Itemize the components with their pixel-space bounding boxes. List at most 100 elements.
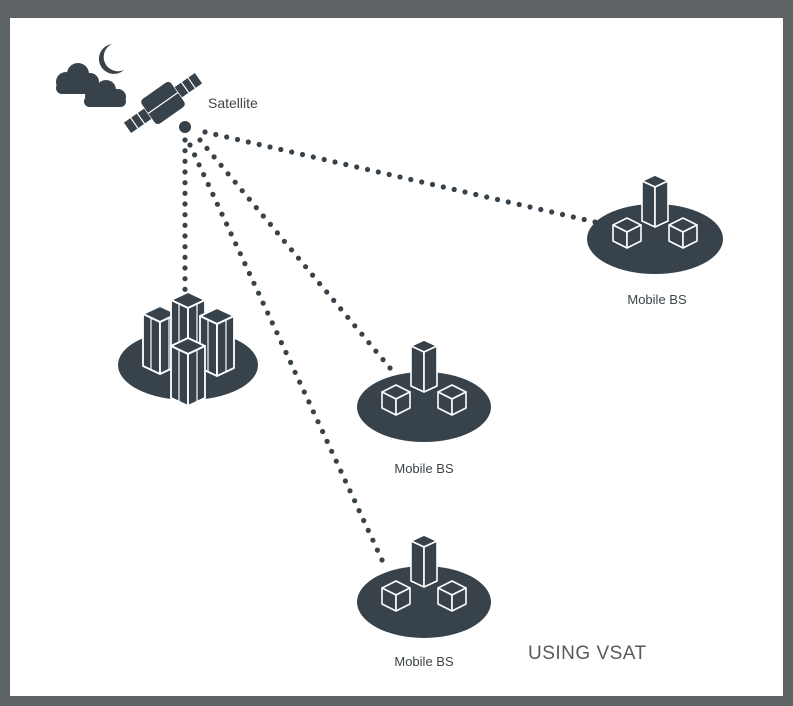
link-dot bbox=[219, 211, 225, 217]
link-dot bbox=[265, 310, 271, 316]
link-dot bbox=[359, 331, 365, 337]
link-dot bbox=[182, 212, 188, 218]
station-label: Mobile BS bbox=[394, 654, 454, 669]
satellite-dish bbox=[179, 121, 191, 133]
link-dot bbox=[224, 221, 230, 227]
link-dot bbox=[329, 448, 335, 454]
link-dot bbox=[380, 357, 386, 363]
link-dot bbox=[232, 179, 238, 185]
link-dot bbox=[332, 159, 338, 165]
link-dot bbox=[182, 233, 188, 239]
link-dot bbox=[505, 199, 511, 205]
link-dot bbox=[213, 131, 219, 138]
link-dot bbox=[281, 238, 287, 244]
link-dot bbox=[260, 300, 266, 306]
link-dot bbox=[306, 399, 312, 405]
link-dot bbox=[408, 176, 414, 183]
link-dot bbox=[267, 144, 273, 150]
link-dot bbox=[356, 508, 362, 514]
link-dot bbox=[365, 527, 371, 534]
link-dot bbox=[246, 270, 252, 277]
link-dot bbox=[301, 389, 307, 395]
link-dot bbox=[274, 230, 280, 236]
link-dot bbox=[182, 254, 188, 260]
link-dot bbox=[331, 297, 337, 303]
link-dot bbox=[182, 276, 188, 282]
mobile-bs-center: Mobile BS bbox=[357, 339, 491, 476]
link-dot bbox=[347, 488, 353, 494]
link-dot bbox=[451, 186, 457, 193]
link-dot bbox=[297, 379, 303, 385]
link-dot bbox=[386, 171, 392, 178]
link-dot bbox=[570, 214, 576, 220]
link-dot bbox=[210, 191, 216, 197]
link-dot bbox=[310, 272, 316, 278]
link-dot bbox=[182, 190, 188, 196]
link-dot bbox=[320, 428, 326, 435]
link-dot bbox=[289, 149, 295, 155]
link-dot bbox=[419, 179, 425, 185]
vsat-network-diagram: Satellite Mobile BS Mobile BS Mobile BS … bbox=[56, 44, 723, 669]
link-dot bbox=[364, 166, 371, 173]
link-dot bbox=[374, 547, 380, 553]
link-dot bbox=[204, 145, 210, 151]
link-dot bbox=[342, 478, 348, 484]
link-dot bbox=[317, 281, 323, 287]
link-dot bbox=[225, 171, 231, 177]
link-dot bbox=[288, 247, 295, 253]
link-dot bbox=[343, 161, 349, 168]
link-dot bbox=[429, 181, 436, 188]
link-dot bbox=[379, 557, 385, 563]
link-to-mobile-bs-bottom bbox=[187, 142, 385, 563]
link-dot bbox=[278, 340, 284, 346]
link-dot bbox=[352, 323, 358, 329]
link-dot bbox=[196, 162, 202, 168]
link-dot bbox=[182, 286, 188, 292]
link-dot bbox=[354, 164, 360, 170]
link-dot bbox=[333, 458, 339, 464]
link-dot bbox=[246, 196, 252, 202]
link-dot bbox=[283, 349, 289, 356]
link-dot bbox=[256, 290, 262, 296]
link-dot bbox=[473, 191, 479, 198]
link-dot bbox=[288, 359, 294, 365]
link-dot bbox=[197, 137, 203, 143]
link-dot bbox=[182, 222, 188, 228]
link-dot bbox=[182, 265, 188, 271]
link-dot bbox=[494, 196, 501, 203]
city-cluster bbox=[118, 291, 258, 407]
link-dot bbox=[234, 136, 241, 143]
diagram-caption: USING VSAT bbox=[528, 643, 647, 664]
link-dot bbox=[387, 365, 393, 371]
link-dot bbox=[375, 169, 381, 175]
link-dot bbox=[245, 139, 251, 145]
link-dot bbox=[324, 289, 330, 295]
link-dot bbox=[516, 201, 522, 208]
mobile-bs-right: Mobile BS bbox=[587, 174, 723, 307]
link-dot bbox=[484, 194, 490, 200]
link-dot bbox=[224, 134, 230, 140]
link-dot bbox=[267, 221, 273, 227]
link-dot bbox=[182, 158, 188, 164]
link-dot bbox=[182, 148, 188, 154]
satellite-label: Satellite bbox=[208, 95, 258, 111]
link-dot bbox=[182, 244, 188, 250]
link-dot bbox=[440, 184, 446, 190]
link-dot bbox=[228, 231, 234, 237]
link-dot bbox=[310, 409, 316, 415]
link-dot bbox=[256, 141, 262, 148]
link-dot bbox=[321, 156, 327, 163]
link-dot bbox=[295, 255, 302, 261]
link-dot bbox=[253, 205, 259, 211]
link-to-city bbox=[182, 137, 188, 303]
link-dot bbox=[260, 213, 266, 219]
link-dot bbox=[538, 206, 544, 213]
link-dot bbox=[338, 468, 344, 474]
link-dot bbox=[462, 189, 468, 195]
link-dot bbox=[201, 172, 207, 178]
link-dot bbox=[211, 154, 217, 160]
link-dot bbox=[218, 162, 224, 168]
link-dot bbox=[269, 320, 275, 326]
link-dot bbox=[242, 261, 248, 267]
link-dot bbox=[366, 340, 372, 346]
